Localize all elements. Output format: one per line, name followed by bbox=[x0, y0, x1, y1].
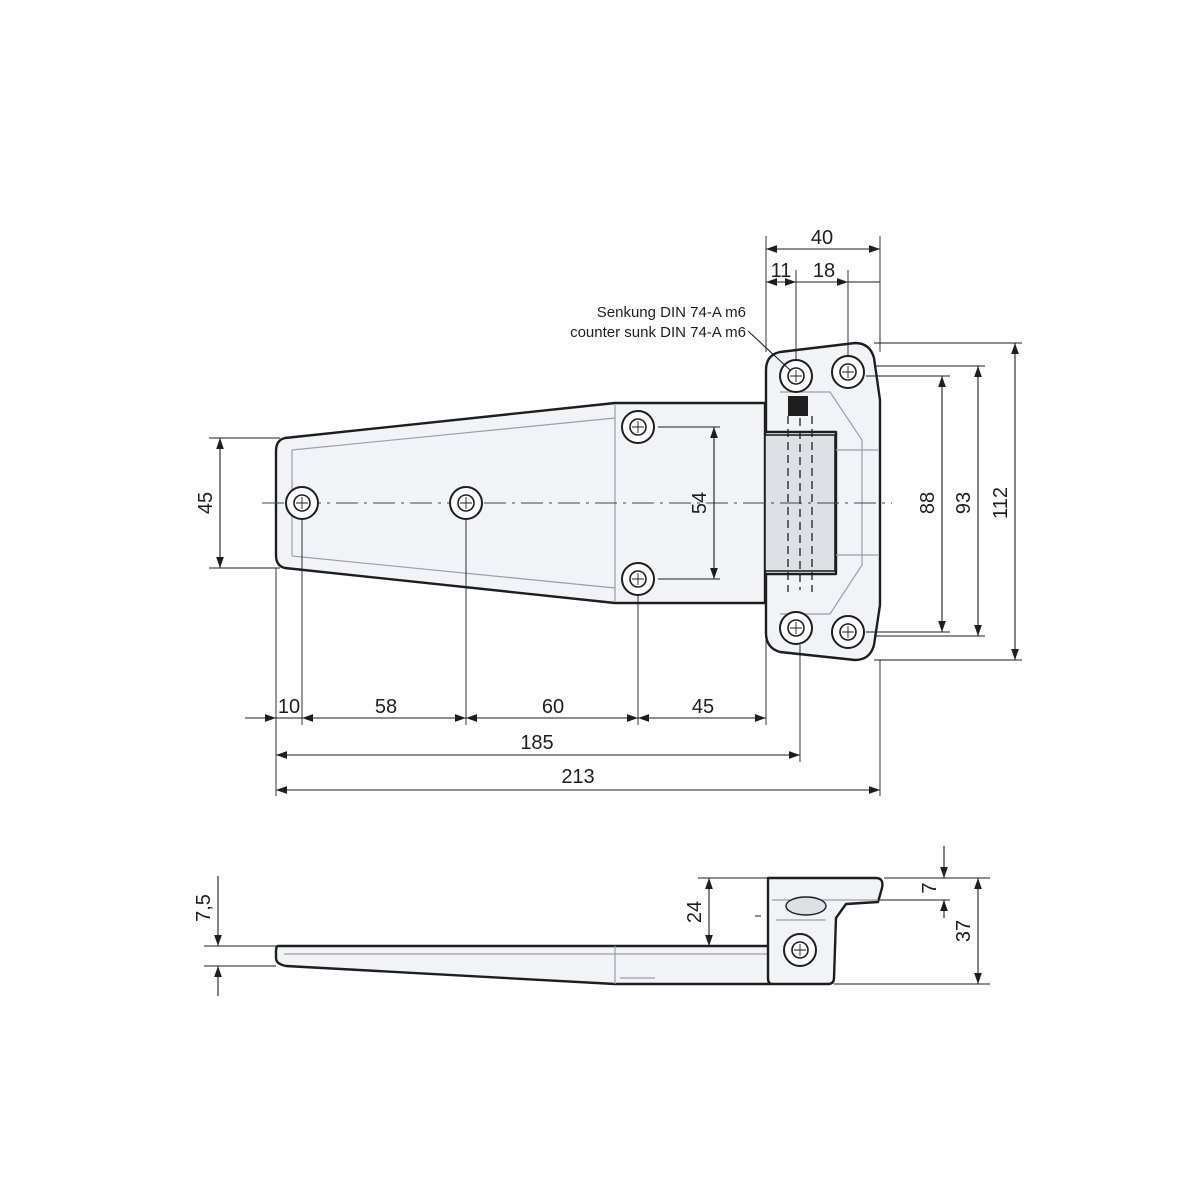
dim-side-top: 7 bbox=[919, 882, 941, 893]
side-extension-lines bbox=[204, 877, 990, 985]
countersink-marker bbox=[788, 396, 808, 416]
dim-length-total: 213 bbox=[561, 766, 594, 788]
hidden-pin-lines bbox=[787, 416, 813, 592]
dim-length-holes: 185 bbox=[520, 732, 553, 754]
dim-flange-inner: 88 bbox=[917, 492, 939, 514]
dim-flange-mid: 93 bbox=[953, 492, 975, 514]
dim-seg-1: 10 bbox=[278, 696, 300, 718]
countersink-note-de: Senkung DIN 74-A m6 bbox=[597, 304, 746, 321]
side-view: 7,5 24 7 37 bbox=[193, 846, 990, 996]
side-marks bbox=[755, 915, 806, 956]
dim-plate-height: 45 bbox=[195, 492, 217, 514]
extension-lines bbox=[209, 236, 1022, 796]
side-leaf bbox=[274, 944, 772, 986]
dim-seg-3: 60 bbox=[542, 696, 564, 718]
leaf-bevel-lines bbox=[291, 405, 616, 601]
side-dimension-lines bbox=[214, 846, 982, 996]
dim-top-left: 11 bbox=[771, 260, 792, 282]
side-slot bbox=[785, 896, 827, 916]
dim-side-height: 37 bbox=[953, 920, 975, 942]
dim-side-offset: 24 bbox=[684, 901, 706, 923]
dim-seg-2: 58 bbox=[375, 696, 397, 718]
dim-flange-total: 112 bbox=[990, 487, 1012, 519]
top-view: Senkung DIN 74-A m6 counter sunk DIN 74-… bbox=[195, 227, 1022, 796]
dim-side-thickness: 7,5 bbox=[193, 894, 215, 922]
note-leader bbox=[747, 330, 791, 371]
dim-top-right: 18 bbox=[813, 260, 835, 282]
dim-top-width: 40 bbox=[811, 227, 833, 249]
dim-hole-spacing: 54 bbox=[689, 492, 711, 514]
countersink-note-en: counter sunk DIN 74-A m6 bbox=[570, 324, 746, 341]
leaf-plate bbox=[274, 401, 767, 605]
side-leaf-edges bbox=[284, 946, 770, 984]
dim-seg-4: 45 bbox=[692, 696, 714, 718]
dimension-lines bbox=[216, 245, 1019, 794]
side-knuckle bbox=[766, 876, 884, 986]
